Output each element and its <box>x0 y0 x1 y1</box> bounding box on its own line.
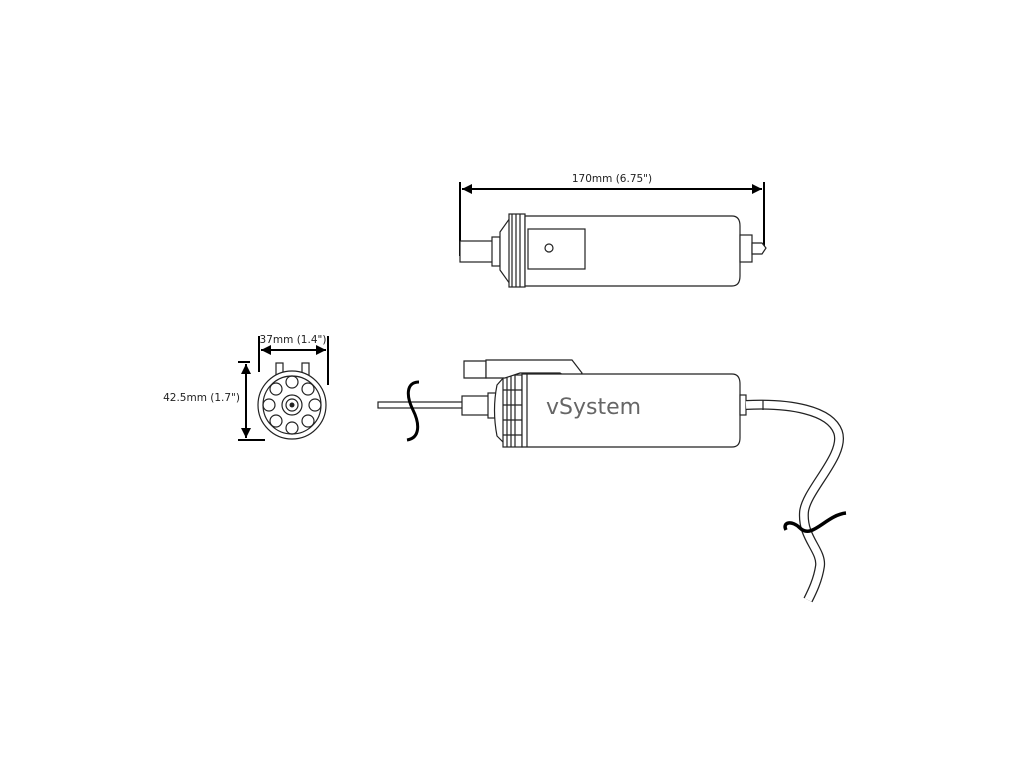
nut <box>491 236 501 267</box>
clip <box>485 359 583 384</box>
cable-break-symbol <box>783 511 847 533</box>
clip-screw <box>544 243 554 253</box>
body <box>521 373 741 448</box>
side-view: vSystem <box>377 359 847 603</box>
height-label: 42.5mm (1.7") <box>163 392 240 404</box>
clip <box>527 228 586 270</box>
rear-tip <box>751 242 767 255</box>
brand-text: vSystem <box>546 395 641 420</box>
end-ring-holes <box>262 375 322 435</box>
knurled-ring <box>502 374 523 448</box>
length-label: 170mm (6.75") <box>572 173 652 185</box>
top-view: 170mm (6.75") <box>459 173 767 288</box>
cable-stub <box>459 240 494 263</box>
width-label: 37mm (1.4") <box>260 334 327 346</box>
end-view: 37mm (1.4") 42.5mm (1.7") <box>163 334 329 441</box>
break-symbol <box>406 380 420 442</box>
rear-nut <box>739 234 753 263</box>
cable <box>745 399 844 603</box>
